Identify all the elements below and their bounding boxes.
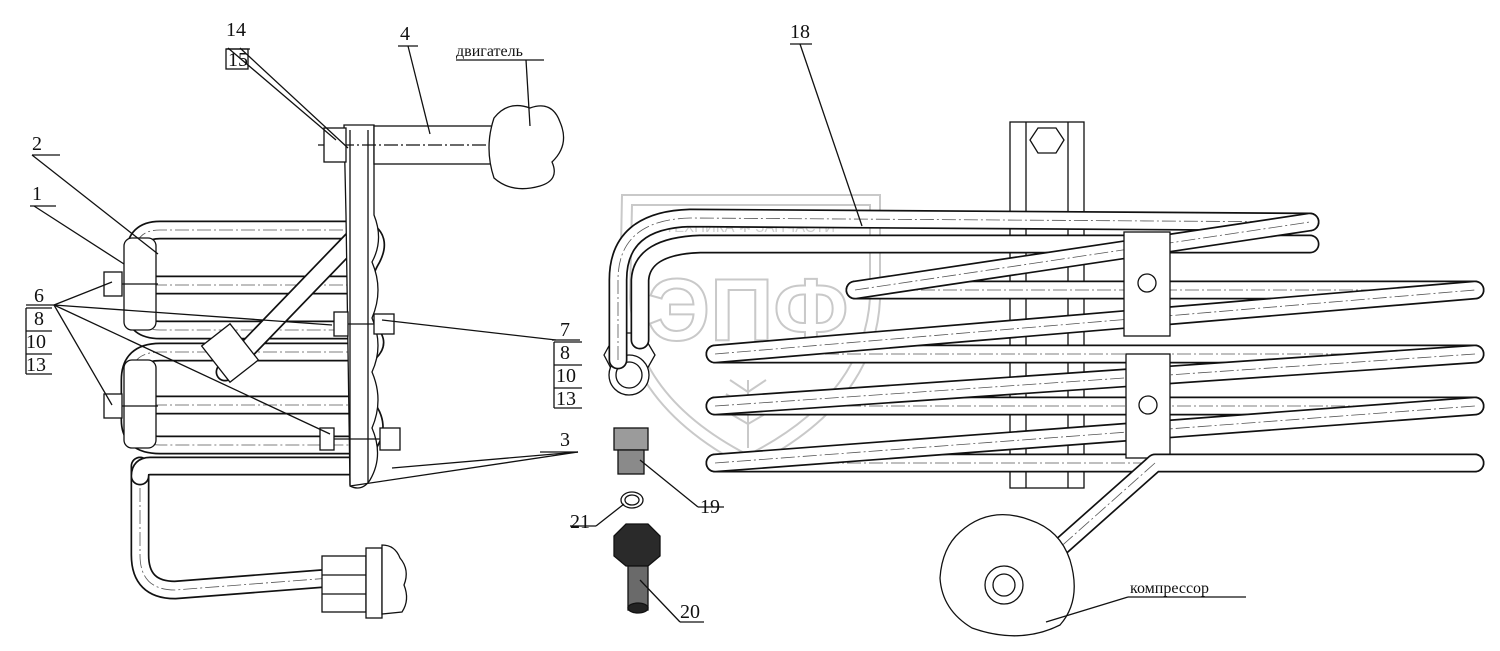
loose-parts	[603, 332, 661, 614]
callout-7: 7	[560, 319, 570, 341]
engine-shape	[488, 104, 565, 190]
callout-6-13: 13	[26, 354, 46, 376]
callout-2: 2	[32, 133, 42, 155]
callout-6-10: 10	[26, 331, 46, 353]
leader-lines	[26, 43, 1246, 623]
callout-3: 3	[560, 429, 570, 451]
callout-1: 1	[32, 183, 42, 205]
callout-labels: 14 15 4 двигатель 2 1 6 8 10 13 7 8 10 1…	[25, 19, 1209, 623]
callout-14: 14	[226, 19, 246, 41]
callout-7-10: 10	[556, 365, 576, 387]
callout-19: 19	[700, 496, 720, 518]
callout-20: 20	[680, 601, 700, 623]
callout-7-13: 13	[556, 388, 576, 410]
left-assembly	[103, 104, 565, 619]
callout-15: 15	[228, 49, 248, 71]
callout-7-8: 8	[560, 342, 570, 364]
cooling-coil	[608, 121, 1485, 637]
compressor-label: компрессор	[1130, 580, 1209, 597]
callout-18: 18	[790, 21, 810, 43]
engine-label: двигатель	[456, 43, 523, 60]
callout-6: 6	[34, 285, 44, 307]
callout-6-8: 8	[34, 308, 44, 330]
callout-4: 4	[400, 23, 410, 45]
callout-21: 21	[570, 511, 590, 533]
